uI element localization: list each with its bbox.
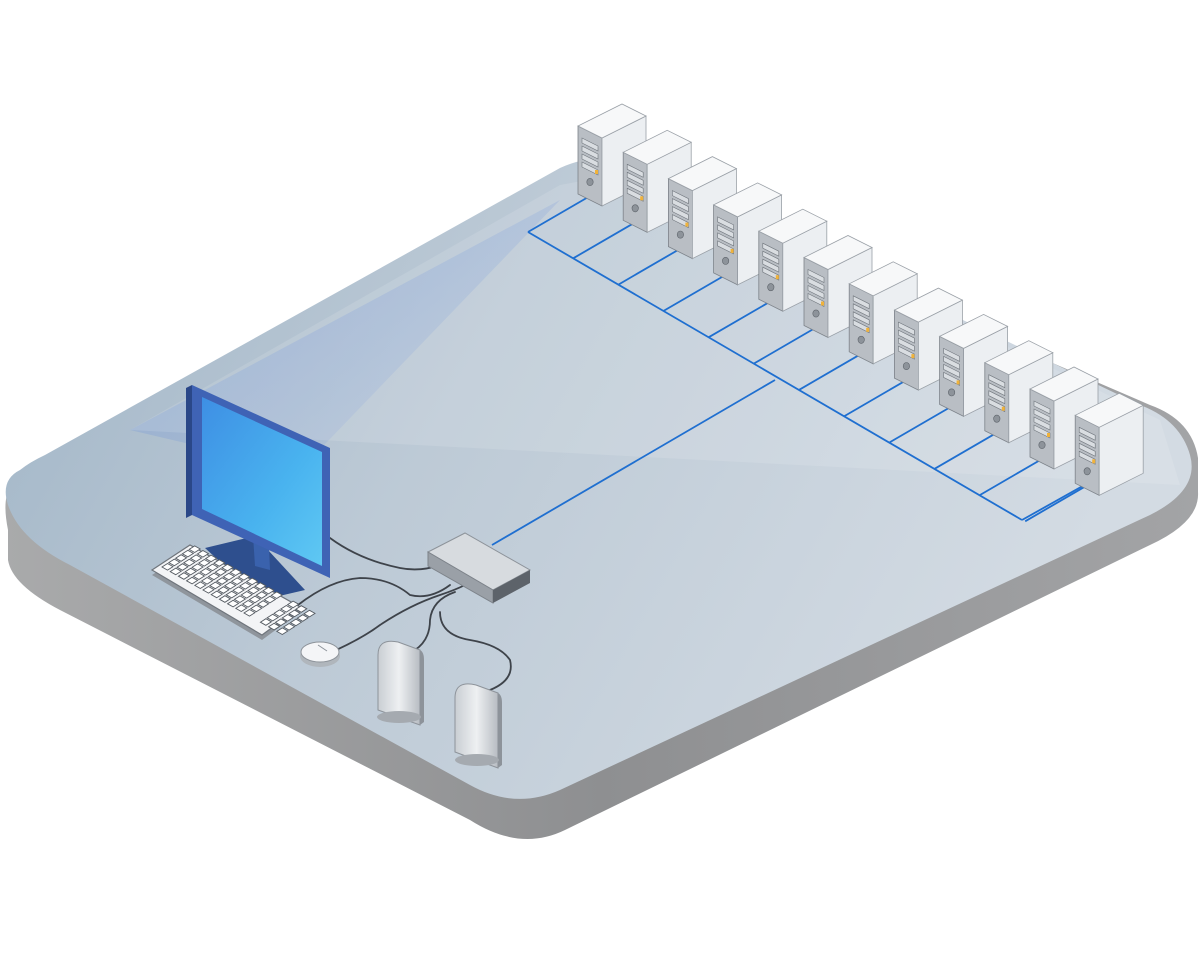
- speaker-right-cable: [439, 611, 512, 691]
- monitor-icon: [186, 385, 330, 600]
- bus-cable-left: [491, 379, 776, 546]
- keyboard-cable: [297, 577, 451, 606]
- monitor-stand-base: [205, 536, 305, 600]
- network-drop-cable: [1021, 482, 1089, 521]
- platform-glow: [130, 200, 560, 470]
- network-drop-cable: [572, 221, 636, 260]
- network-drop-cable: [843, 379, 907, 417]
- network-drop-cable: [753, 326, 817, 365]
- server-rack: [577, 103, 1145, 496]
- platform: [5, 158, 1199, 839]
- network-drop-cable: [934, 431, 998, 470]
- speaker-icon: [454, 683, 502, 769]
- server-tower-icon: [1074, 392, 1145, 496]
- speaker-icon: [377, 640, 424, 726]
- speaker-left-cable: [414, 591, 456, 651]
- server-network-cabling: [491, 195, 1089, 546]
- keyboard-icon: [150, 544, 316, 640]
- mouse-cable: [324, 584, 466, 656]
- monitor-side: [186, 385, 192, 518]
- mouse-icon: [300, 641, 340, 667]
- peripheral-cabling: [297, 537, 512, 691]
- network-drop-cable: [798, 353, 862, 391]
- main-bus: [527, 231, 1023, 521]
- network-drop-cable: [617, 247, 681, 286]
- kvm-switch-icon: [426, 532, 532, 604]
- network-drop-cable: [1024, 484, 1088, 523]
- network-drop-cable: [663, 274, 727, 312]
- network-drop-cable: [527, 195, 591, 233]
- platform-highlight: [130, 170, 1180, 485]
- monitor-screen: [202, 397, 322, 566]
- monitor-cable: [329, 537, 441, 571]
- network-drop-cable: [979, 458, 1043, 496]
- network-drop-cable: [889, 405, 953, 444]
- network-drop-cable: [708, 300, 772, 338]
